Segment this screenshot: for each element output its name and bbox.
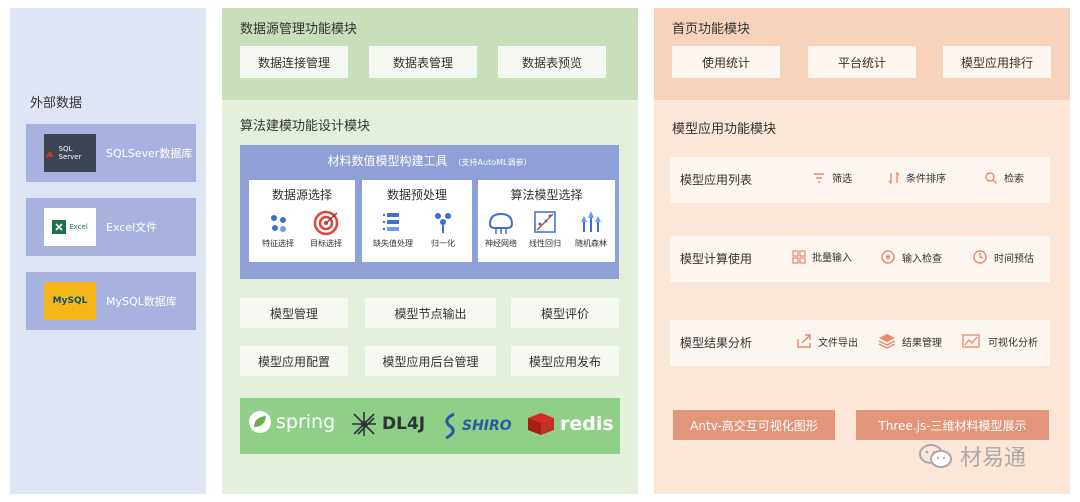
linear-regression-item[interactable]: 线性回归 — [520, 208, 570, 249]
shiro-logo: SHIRO — [440, 412, 512, 440]
model-app-publish-button[interactable]: 模型应用发布 — [511, 346, 619, 376]
tool-card-preprocess[interactable]: 数据预处理 缺失值处理 归一化 — [362, 180, 472, 262]
batch-input-item[interactable]: 批量输入 — [792, 249, 852, 264]
source-card-excel[interactable]: Excel Excel文件 — [26, 198, 196, 256]
home-module-title: 首页功能模块 — [672, 22, 751, 37]
source-card-sqlserver[interactable]: SQL Server SQLSever数据库 — [26, 124, 196, 182]
external-data-title: 外部数据 — [30, 96, 83, 111]
platform-stats-button[interactable]: 平台统计 — [808, 46, 916, 78]
excel-logo: Excel — [44, 208, 96, 246]
mysql-logo: MySQL — [44, 282, 96, 320]
spring-logo: spring — [248, 410, 335, 434]
batch-input-icon — [792, 249, 806, 264]
feature-select-item[interactable]: 特征选择 — [253, 208, 303, 249]
dl4j-logo: DL4J — [350, 410, 425, 438]
missing-value-icon — [382, 213, 399, 231]
search-item[interactable]: 检索 — [984, 170, 1024, 185]
search-icon — [985, 171, 997, 184]
data-table-button[interactable]: 数据表管理 — [369, 46, 477, 78]
model-app-module-title: 模型应用功能模块 — [672, 122, 777, 137]
model-app-list-row[interactable]: 模型应用列表 筛选 条件排序 检索 — [670, 157, 1050, 203]
feature-select-icon — [271, 215, 286, 232]
wechat-icon — [919, 444, 952, 468]
source-label-excel: Excel文件 — [106, 221, 158, 234]
linear-regression-icon — [534, 211, 556, 233]
model-app-config-button[interactable]: 模型应用配置 — [240, 346, 348, 376]
result-manage-item[interactable]: 结果管理 — [878, 333, 942, 349]
algo-module-title: 算法建模功能设计模块 — [240, 119, 371, 134]
model-manage-button[interactable]: 模型管理 — [240, 298, 348, 328]
target-select-icon — [313, 210, 339, 236]
clock-icon — [973, 250, 987, 264]
source-label-sqlserver: SQLSever数据库 — [106, 147, 193, 160]
normalize-icon — [435, 213, 451, 233]
model-compute-row[interactable]: 模型计算使用 批量输入 输入检查 时间预估 — [670, 236, 1050, 282]
model-ranking-button[interactable]: 模型应用排行 — [943, 46, 1051, 78]
data-connection-button[interactable]: 数据连接管理 — [240, 46, 348, 78]
antv-tag: Antv-高交互可视化图形 — [673, 410, 835, 440]
excel-icon — [52, 220, 67, 234]
filter-item[interactable]: 筛选 — [812, 170, 852, 185]
sqlserver-logo: SQL Server — [44, 134, 96, 172]
usage-stats-button[interactable]: 使用统计 — [672, 46, 780, 78]
layers-icon — [878, 334, 896, 349]
dl4j-network-icon — [352, 412, 376, 436]
source-label-mysql: MySQL数据库 — [106, 295, 177, 308]
spring-leaf-icon — [249, 411, 271, 433]
target-select-item[interactable]: 目标选择 — [301, 208, 351, 249]
source-card-mysql[interactable]: MySQL MySQL数据库 — [26, 272, 196, 330]
model-evaluate-button[interactable]: 模型评价 — [511, 298, 619, 328]
shiro-swirl-icon — [445, 412, 455, 440]
time-estimate-item[interactable]: 时间预估 — [972, 249, 1034, 265]
sort-icon — [888, 170, 900, 185]
random-forest-icon — [581, 211, 601, 232]
watermark: 材易通 — [918, 440, 1026, 472]
modeling-tool-title: 材料数值模型构建工具（支持AutoML调参） — [327, 154, 532, 168]
redis-cube-icon — [528, 413, 554, 435]
tech-stack-strip — [240, 398, 620, 454]
file-export-item[interactable]: 文件导出 — [796, 333, 858, 349]
sort-item[interactable]: 条件排序 — [888, 170, 946, 185]
sqlserver-icon — [45, 152, 54, 157]
threejs-tag: Three.js-三维材料模型展示 — [856, 410, 1049, 440]
tool-card-datasource[interactable]: 数据源选择 特征选择 目标选择 — [249, 180, 355, 262]
missing-value-item[interactable]: 缺失值处理 — [368, 208, 418, 249]
filter-icon — [814, 172, 824, 183]
model-result-row[interactable]: 模型结果分析 文件导出 结果管理 可视化分析 — [670, 320, 1050, 366]
input-check-icon — [881, 250, 895, 264]
input-check-item[interactable]: 输入检查 — [880, 249, 942, 265]
random-forest-item[interactable]: 随机森林 — [566, 208, 616, 249]
visual-analysis-item[interactable]: 可视化分析 — [962, 333, 1038, 349]
model-node-output-button[interactable]: 模型节点输出 — [365, 298, 496, 328]
data-preview-button[interactable]: 数据表预览 — [498, 46, 606, 78]
export-icon — [797, 334, 811, 348]
chart-icon — [962, 334, 980, 348]
datasource-module-title: 数据源管理功能模块 — [240, 22, 358, 37]
model-app-backend-button[interactable]: 模型应用后台管理 — [365, 346, 496, 376]
tool-card-algorithm[interactable]: 算法模型选择 神经网络 线性回归 随机森林 — [478, 180, 615, 262]
neural-network-icon — [488, 212, 514, 234]
redis-logo: redis — [526, 410, 614, 438]
neural-network-item[interactable]: 神经网络 — [476, 208, 526, 249]
normalize-item[interactable]: 归一化 — [418, 208, 468, 249]
